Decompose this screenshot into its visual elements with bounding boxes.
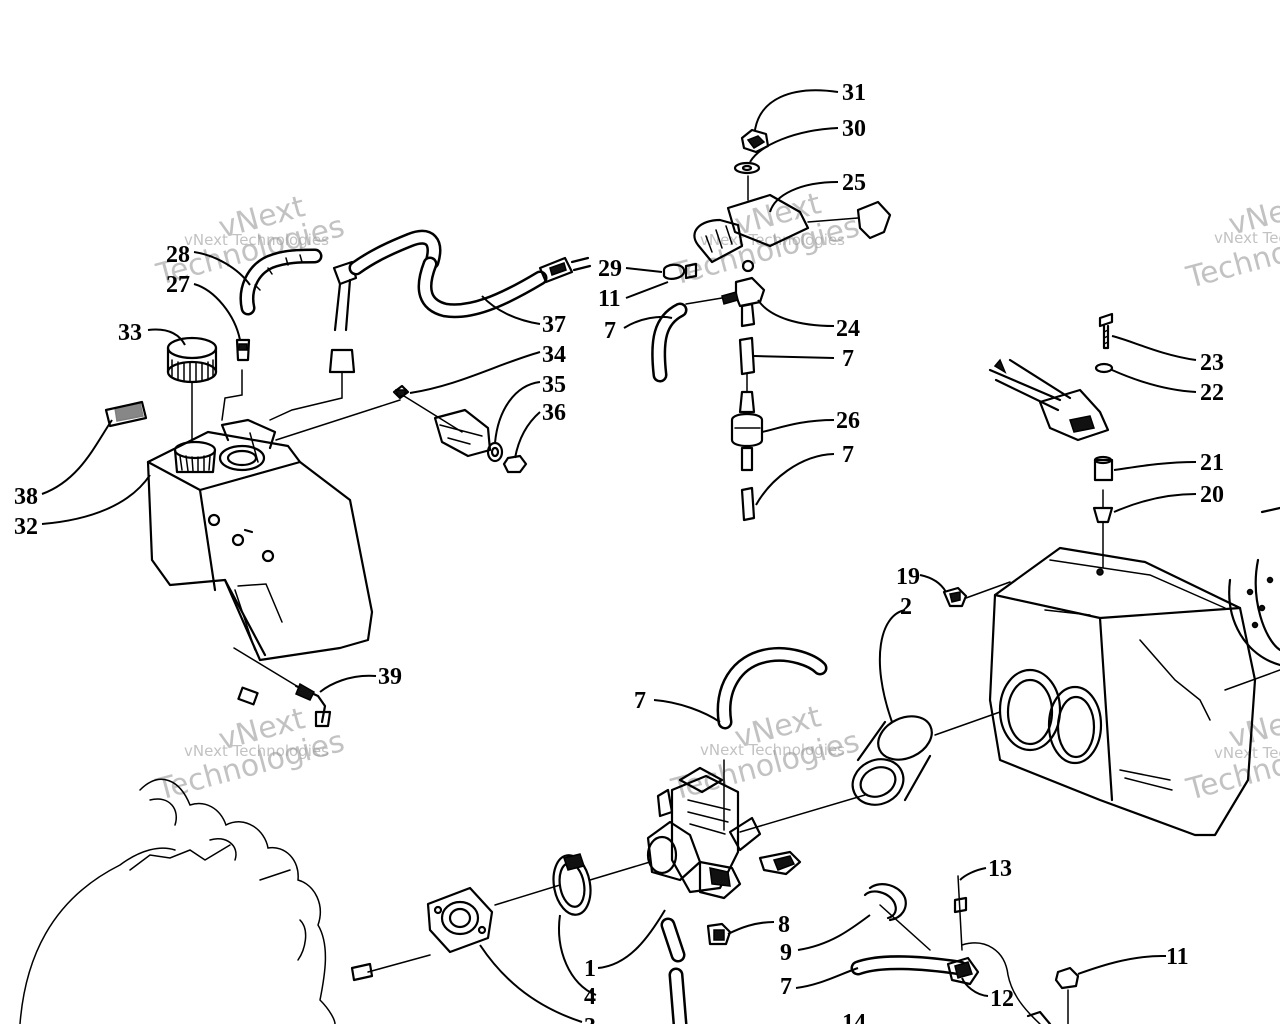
callout-34: 34 bbox=[542, 342, 566, 368]
callout-27: 27 bbox=[166, 272, 190, 298]
callout-7: 7 bbox=[780, 974, 792, 1000]
fuel-hose-7-upper bbox=[738, 336, 756, 393]
callout-30: 30 bbox=[842, 116, 866, 142]
callout-labels: 31 30 25 29 11 7 24 7 26 7 28 27 33 37 3… bbox=[14, 80, 1224, 1024]
grommet-21 bbox=[1093, 455, 1114, 482]
choke-cable-assembly bbox=[988, 358, 1110, 442]
clip-19 bbox=[942, 581, 1011, 608]
tank-filler-neck bbox=[173, 440, 217, 474]
callout-23: 23 bbox=[1200, 350, 1224, 376]
callout-7: 7 bbox=[842, 346, 854, 372]
vent-hose-7-right bbox=[716, 646, 828, 730]
watermark-company: vNext Technologies bbox=[1214, 744, 1280, 762]
callout-22: 22 bbox=[1200, 380, 1224, 406]
callout-7: 7 bbox=[634, 688, 646, 714]
callout-7: 7 bbox=[604, 318, 616, 344]
oil-level-sensor-37 bbox=[269, 229, 592, 421]
callout-1: 1 bbox=[584, 956, 596, 982]
tank-label-38 bbox=[104, 400, 148, 428]
intake-boot-right bbox=[1224, 506, 1280, 691]
tank-vent-fitting-27 bbox=[221, 338, 251, 421]
screw-23 bbox=[1098, 312, 1114, 350]
fuel-line-carb-lower bbox=[660, 917, 688, 1024]
callout-25: 25 bbox=[842, 170, 866, 196]
callout-21: 21 bbox=[1200, 450, 1224, 476]
watermark-company: vNext Technologies bbox=[1214, 229, 1280, 247]
callout-28: 28 bbox=[166, 242, 190, 268]
callout-39: 39 bbox=[378, 664, 402, 690]
fuel-hose-7-left bbox=[651, 302, 688, 383]
callout-38: 38 bbox=[14, 484, 38, 510]
intake-adapter-2 bbox=[851, 711, 1001, 806]
watermark-company: vNext Technologies bbox=[184, 742, 329, 760]
fuel-hose-7-lower bbox=[740, 486, 756, 522]
air-silencer-box bbox=[988, 546, 1257, 837]
callout-14: 14 bbox=[842, 1010, 866, 1024]
clamp-9 bbox=[863, 883, 931, 951]
watermark-company: vNext Technologies bbox=[700, 741, 845, 759]
mounting-bracket-34 bbox=[275, 384, 528, 474]
tank-grommet bbox=[218, 418, 277, 472]
callout-29: 29 bbox=[598, 256, 622, 282]
callout-20: 20 bbox=[1200, 482, 1224, 508]
callout-19: 19 bbox=[896, 564, 920, 590]
washer-22 bbox=[1094, 362, 1114, 374]
clamp-8 bbox=[706, 922, 732, 946]
engine-outline bbox=[19, 778, 336, 1024]
watermark-top-right: vNext vNext Technologies Technologies bbox=[1182, 186, 1280, 296]
clip-12 bbox=[946, 956, 980, 986]
callout-7: 7 bbox=[842, 442, 854, 468]
watermark-bottom-right: vNext vNext Technologies Technologies bbox=[1182, 699, 1280, 808]
fuel-filter-26 bbox=[730, 390, 764, 472]
choke-plunger-13 bbox=[953, 875, 1041, 1024]
part-14-edge bbox=[1026, 1010, 1052, 1024]
fuel-line-7-bottom bbox=[850, 955, 968, 976]
watermark-bottom-center: vNext vNext Technologies Technologies bbox=[667, 699, 863, 808]
intake-flange-3 bbox=[350, 861, 651, 982]
callout-13: 13 bbox=[988, 856, 1012, 882]
callout-31: 31 bbox=[842, 80, 866, 106]
vent-hose-28 bbox=[239, 248, 323, 316]
oil-outlet-fitting-39 bbox=[233, 647, 332, 728]
callout-26: 26 bbox=[836, 408, 860, 434]
watermark-company: vNext Technologies bbox=[184, 231, 329, 249]
callout-37: 37 bbox=[542, 312, 566, 338]
callout-4: 4 bbox=[584, 984, 596, 1010]
callout-12: 12 bbox=[990, 986, 1014, 1012]
carburetor-1 bbox=[646, 759, 866, 900]
nut-11-bottom bbox=[1054, 966, 1080, 1024]
watermark-company: vNext Technologies bbox=[700, 231, 845, 249]
clamp-4 bbox=[552, 853, 592, 916]
oil-tank bbox=[146, 430, 374, 662]
callout-11: 11 bbox=[1166, 944, 1189, 970]
callout-2: 2 bbox=[900, 594, 912, 620]
watermark-bottom-left: vNext vNext Technologies Technologies bbox=[152, 701, 348, 808]
callout-24: 24 bbox=[836, 316, 860, 342]
callout-9: 9 bbox=[780, 940, 792, 966]
callout-36: 36 bbox=[542, 400, 566, 426]
callout-33: 33 bbox=[118, 320, 142, 346]
callout-3: 3 bbox=[584, 1014, 596, 1024]
callout-8: 8 bbox=[778, 912, 790, 938]
callout-35: 35 bbox=[542, 372, 566, 398]
tank-cap bbox=[166, 336, 218, 441]
callout-32: 32 bbox=[14, 514, 38, 540]
leader-lines bbox=[41, 89, 1197, 1023]
insert-20 bbox=[1092, 489, 1114, 569]
callout-11: 11 bbox=[598, 286, 621, 312]
